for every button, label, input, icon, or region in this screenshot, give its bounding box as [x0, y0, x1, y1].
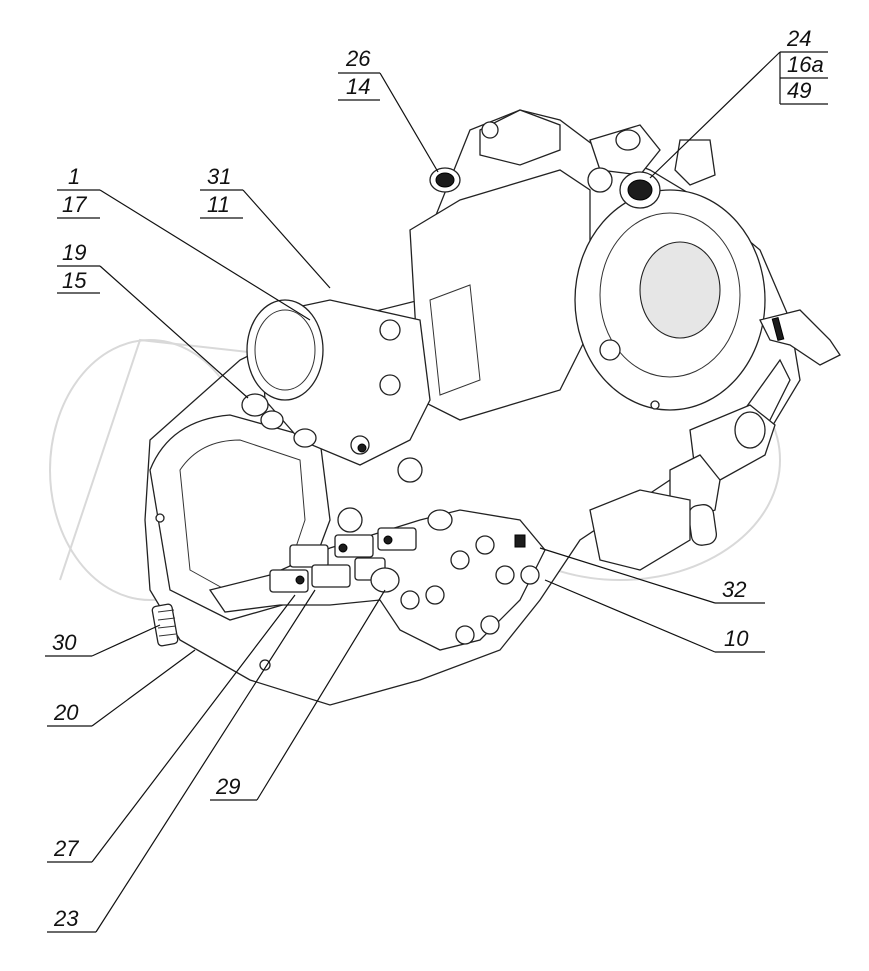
callout-31-top: 31: [207, 164, 231, 189]
callout-26-top: 26: [345, 46, 371, 71]
callout-labels: 26 14 24 16a 49 1 17 31 11 19 15 32 10 3…: [52, 26, 824, 931]
callout-24-line1: 24: [786, 26, 811, 51]
callout-24-line3: 49: [787, 78, 811, 103]
callout-24-line2: 16a: [787, 52, 824, 77]
callout-31-bottom: 11: [207, 192, 230, 217]
callout-19-bottom: 15: [62, 268, 87, 293]
callout-1-bottom: 17: [62, 192, 87, 217]
callout-20: 20: [53, 700, 79, 725]
leader-lines: [45, 51, 828, 933]
callout-10: 10: [724, 626, 749, 651]
callout-19-top: 19: [62, 240, 86, 265]
callout-26-bottom: 14: [346, 74, 370, 99]
callout-29: 29: [215, 774, 240, 799]
callout-23: 23: [53, 906, 79, 931]
callout-1-top: 1: [68, 164, 80, 189]
callout-30: 30: [52, 630, 77, 655]
callout-32: 32: [722, 577, 746, 602]
pump-body: [144, 109, 841, 706]
connector-array: [208, 509, 546, 651]
callout-27: 27: [53, 836, 79, 861]
